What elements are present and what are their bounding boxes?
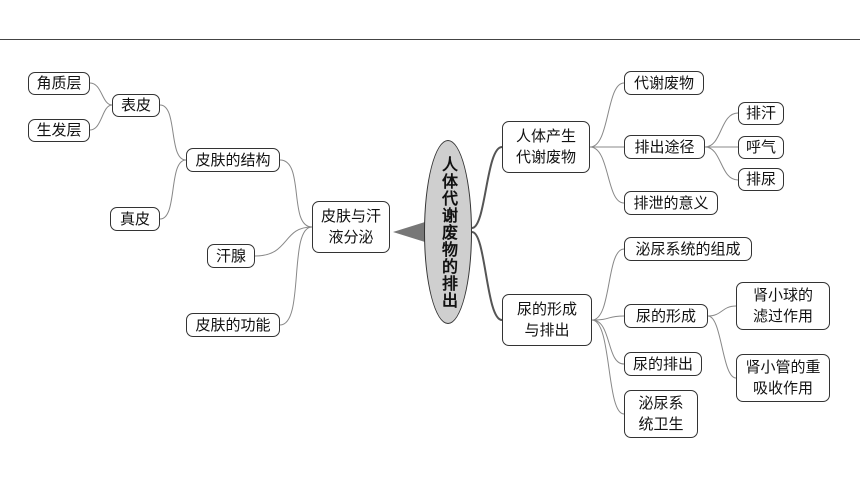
node-metabolic-waste: 代谢废物 — [624, 71, 704, 95]
node-excretion-significance: 排泄的意义 — [624, 191, 718, 215]
node-sweat-gland: 汗腺 — [207, 244, 255, 268]
central-topic-label: 人体代谢废物的排出 — [439, 155, 458, 309]
node-urination: 排尿 — [738, 168, 784, 191]
node-urinary-system: 泌尿系统的组成 — [624, 237, 752, 261]
node-epidermis: 表皮 — [112, 94, 160, 117]
header-rule — [0, 39, 860, 40]
node-stratum-corneum: 角质层 — [28, 72, 90, 95]
node-urine-formation: 尿的形成 — [624, 304, 708, 328]
node-skin-structure: 皮肤的结构 — [186, 148, 280, 172]
node-excretion-routes: 排出途径 — [624, 135, 705, 159]
node-urine-discharge: 尿的排出 — [624, 352, 702, 376]
node-exhalation: 呼气 — [738, 136, 784, 159]
node-dermis: 真皮 — [110, 207, 160, 231]
central-topic: 人体代谢废物的排出 — [424, 140, 472, 324]
node-tubular-reabsorption: 肾小管的重 吸收作用 — [736, 354, 830, 402]
node-glomerular-filtration: 肾小球的 滤过作用 — [736, 282, 830, 330]
node-sweating: 排汗 — [738, 102, 784, 125]
node-waste-production: 人体产生 代谢废物 — [502, 121, 590, 173]
node-skin-sweat: 皮肤与汗 液分泌 — [312, 201, 390, 253]
node-skin-function: 皮肤的功能 — [186, 313, 280, 337]
node-urine-formation-discharge: 尿的形成 与排出 — [502, 294, 592, 346]
node-urinary-hygiene: 泌尿系 统卫生 — [624, 390, 698, 438]
node-stratum-germinativum: 生发层 — [28, 119, 90, 142]
